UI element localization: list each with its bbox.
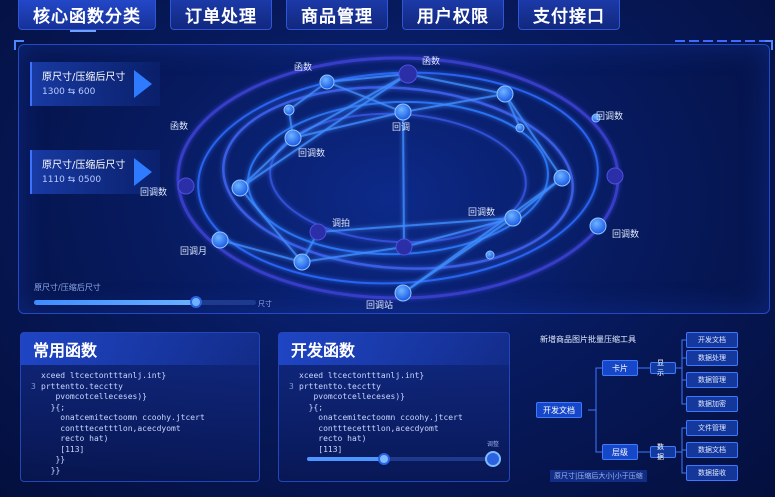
tree-leaf[interactable]: 开发文档 xyxy=(686,332,738,348)
frame-corner-decoration xyxy=(14,40,24,50)
tree-leaf[interactable]: 文件管理 xyxy=(686,420,738,436)
code-text: prttentto.tecctty xyxy=(299,381,381,391)
arrow-right-icon xyxy=(134,158,152,186)
frame-corner-decoration xyxy=(763,40,773,50)
line-number: 3 xyxy=(289,381,294,391)
code-line: pvomcotcelleceses)} xyxy=(31,392,249,403)
frame-dash-decoration xyxy=(675,40,765,42)
code-text: }{; xyxy=(41,402,66,412)
tree-leaf[interactable]: 数据管理 xyxy=(686,372,738,388)
compression-slider[interactable] xyxy=(34,296,256,308)
code-text: prttentto.tecctty xyxy=(41,381,123,391)
code-text: }} xyxy=(41,465,61,475)
code-block: xceed ltcectontttanlj.int} 3 prttentto.tec… xyxy=(279,365,509,461)
code-line: 3 prttentto.tecctty xyxy=(31,382,249,393)
code-text: xceed ltcectontttanlj.int} xyxy=(41,371,167,380)
slider-end-knob[interactable] xyxy=(485,451,501,467)
slider-end-label: 尺寸 xyxy=(258,300,272,308)
tree-sub-node[interactable]: 显示 xyxy=(650,359,676,377)
dev-functions-panel: 开发函数 xceed ltcectontttanlj.int} 3 prttentt… xyxy=(278,332,510,482)
tree-connectors xyxy=(588,339,686,474)
size-card-title: 原尺寸/压缩后尺寸 xyxy=(42,72,126,83)
code-block: xceed ltcectontttanlj.int} 3 prttentto.tec… xyxy=(21,365,259,482)
panel-title: 常用函数 xyxy=(21,333,259,365)
tree-leaf[interactable]: 数据加密 xyxy=(686,396,738,412)
code-line: recto hat) xyxy=(289,434,499,445)
tree-leaf[interactable]: 数据处理 xyxy=(686,350,738,366)
function-graph-panel xyxy=(18,44,770,314)
tree-title: 新增商品图片批量压缩工具 xyxy=(540,335,636,344)
slider-handle[interactable] xyxy=(378,453,391,465)
size-card-title: 原尺寸/压缩后尺寸 xyxy=(42,160,126,171)
compression-slider-label: 原尺寸/压缩后尺寸 xyxy=(34,283,101,292)
code-text: contttecetttlon,acecdyomt xyxy=(299,423,439,433)
code-line: }} xyxy=(31,455,249,466)
code-line: contttecetttlon,acecdyomt xyxy=(31,424,249,435)
code-text: onatcemitectoomn ccoohy.jtcert xyxy=(41,413,205,422)
code-text: recto hat) xyxy=(41,434,109,443)
slider-fill xyxy=(34,300,197,305)
compression-tool-tree: 新增商品图片批量压缩工具 开发文档 卡片 显示 层级 数据 开发文档 数据处理 … xyxy=(532,330,772,490)
code-line: onatcemitectoomn ccoohy.jtcert xyxy=(289,413,499,424)
arrow-right-icon xyxy=(134,70,152,98)
tree-footer: 原尺寸|压缩后大小|小于压缩 xyxy=(550,470,647,482)
tab-payment-interface[interactable]: 支付接口 xyxy=(518,0,620,30)
code-text: [113] xyxy=(41,444,85,454)
code-text: contttecetttlon,acecdyomt xyxy=(41,423,181,433)
panel-slider-end-label: 调整 xyxy=(486,441,499,448)
panel-title: 开发函数 xyxy=(279,333,509,365)
code-line: 3 prttentto.tecctty xyxy=(289,382,499,393)
tab-core-functions[interactable]: 核心函数分类 xyxy=(18,0,156,30)
tree-branch-card[interactable]: 卡片 xyxy=(602,360,638,376)
code-line: }{; xyxy=(289,403,499,414)
code-text: onatcemitectoomn ccoohy.jtcert xyxy=(299,413,463,422)
slider-handle[interactable] xyxy=(190,296,203,308)
common-functions-panel: 常用函数 xceed ltcectontttanlj.int} 3 prttentt… xyxy=(20,332,260,482)
code-text: recto hat) xyxy=(299,434,367,443)
category-tabs: 核心函数分类 订单处理 商品管理 用户权限 支付接口 xyxy=(18,0,620,30)
panel-slider[interactable] xyxy=(307,453,495,465)
code-line: pvomcotcelleceses)} xyxy=(289,392,499,403)
tree-leaf[interactable]: 数据接收 xyxy=(686,465,738,481)
tree-branch-level[interactable]: 层级 xyxy=(602,444,638,460)
code-line: onatcemitectoomn ccoohy.jtcert xyxy=(31,413,249,424)
size-card-1[interactable]: 原尺寸/压缩后尺寸 1300 ⇆ 600 xyxy=(30,62,160,106)
code-line: recto hat) xyxy=(31,434,249,445)
code-line: xceed ltcectontttanlj.int} xyxy=(289,371,499,382)
tree-leaf[interactable]: 数据文档 xyxy=(686,442,738,458)
code-line: [113] xyxy=(31,445,249,456)
code-line: }{; xyxy=(31,403,249,414)
code-line: [113] xyxy=(289,445,499,456)
tab-order-processing[interactable]: 订单处理 xyxy=(170,0,272,30)
code-text: }} xyxy=(41,455,66,464)
code-line: }} xyxy=(31,466,249,477)
code-text: pvomcotcelleceses)} xyxy=(299,392,405,401)
active-tab-indicator xyxy=(70,30,96,32)
code-text: pvomcotcelleceses)} xyxy=(41,392,147,401)
size-card-value: 1300 ⇆ 600 xyxy=(42,87,96,97)
slider-fill xyxy=(307,457,385,461)
tab-user-permissions[interactable]: 用户权限 xyxy=(402,0,504,30)
code-line: contttecetttlon,acecdyomt xyxy=(289,424,499,435)
tree-sub-node[interactable]: 数据 xyxy=(650,443,676,461)
line-number: 3 xyxy=(31,381,36,391)
code-text: xceed ltcectontttanlj.int} xyxy=(299,371,425,380)
code-text: [113] xyxy=(299,444,343,454)
tree-root-node[interactable]: 开发文档 xyxy=(536,402,582,418)
size-card-2[interactable]: 原尺寸/压缩后尺寸 1110 ⇆ 0500 xyxy=(30,150,160,194)
size-card-value: 1110 ⇆ 0500 xyxy=(42,175,102,185)
tab-product-management[interactable]: 商品管理 xyxy=(286,0,388,30)
code-line: xceed ltcectontttanlj.int} xyxy=(31,371,249,382)
code-text: }{; xyxy=(299,402,324,412)
